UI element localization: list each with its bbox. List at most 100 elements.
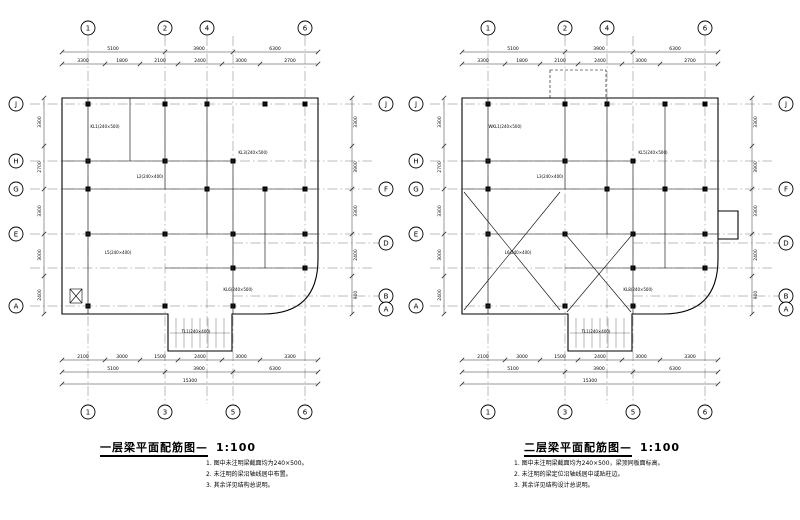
dim-tick (315, 357, 321, 363)
dim-tick (315, 381, 321, 387)
dim-tick (537, 61, 543, 67)
dim-tick (619, 357, 625, 363)
plan-scale: 1:100 (640, 441, 681, 454)
beam-label: KL5(240×500) (638, 150, 668, 155)
dim-tick (230, 369, 236, 375)
dim-text: 3000 (516, 354, 528, 360)
dim-tick (59, 61, 65, 67)
dim-text: 3300 (37, 205, 43, 217)
dim-text: 3000 (235, 354, 247, 360)
dim-text: 2700 (284, 58, 296, 64)
plan-notes: 1. 图中未注明梁截面均为240×500，梁顶同板面标高。 2. 未注明的梁定位… (514, 459, 800, 491)
dim-tick (349, 273, 355, 279)
dim-text: 5100 (507, 46, 519, 52)
dim-tick (349, 95, 355, 101)
dim-text: 6300 (669, 366, 681, 372)
axis-bubble-label: A (14, 302, 19, 310)
dim-text: 3000 (437, 249, 443, 261)
dim-text: 2400 (594, 354, 606, 360)
dim-text: 15300 (583, 378, 597, 384)
note-line: 1. 图中未注明梁截面均为240×500，梁顶同板面标高。 (514, 460, 664, 467)
beam-label: KL8(240×500) (623, 287, 653, 292)
axis-bubble-label: 5 (231, 408, 235, 416)
dim-text: 2700 (684, 58, 696, 64)
axis-bubble-label: 3 (563, 408, 567, 416)
dim-text: 1500 (554, 354, 566, 360)
axis-bubble-label: J (784, 100, 787, 108)
note-line: 3. 其余详见结构设计总说明。 (514, 481, 594, 489)
axis-bubble (557, 404, 573, 420)
beam-label: TL1(240×400) (581, 329, 611, 334)
dim-text: 3900 (193, 46, 205, 52)
axis-bubble-label: 2 (563, 24, 567, 32)
dim-tick (630, 49, 636, 55)
axis-bubble (408, 298, 424, 314)
dim-text: 2400 (194, 354, 206, 360)
dim-tick (102, 357, 108, 363)
dim-tick (502, 61, 508, 67)
axis-bubble (378, 96, 394, 112)
dim-tick (41, 311, 47, 317)
dim-tick (59, 381, 65, 387)
axis-bubble-label: H (13, 157, 18, 165)
axis-bubble-label: F (784, 185, 788, 193)
dim-tick (459, 369, 465, 375)
axis-bubble-label: G (13, 185, 18, 193)
dim-text: 3000 (116, 354, 128, 360)
axis-bubble (378, 301, 394, 317)
dim-tick (715, 357, 721, 363)
axis-bubble (8, 226, 24, 242)
dim-tick (575, 357, 581, 363)
dim-tick (619, 61, 625, 67)
axis-bubble (8, 153, 24, 169)
dim-tick (749, 186, 755, 192)
axis-bubble-label: 1 (86, 24, 90, 32)
axis-bubble-label: J (14, 100, 17, 108)
axis-bubble (408, 226, 424, 242)
dim-tick (59, 369, 65, 375)
dim-tick (749, 273, 755, 279)
dim-tick (459, 49, 465, 55)
axis-bubble (778, 235, 794, 251)
beam-label: L5(240×400) (105, 250, 132, 255)
axis-bubble-label: D (383, 239, 388, 247)
dim-tick (562, 369, 568, 375)
dim-tick (59, 49, 65, 55)
axis-bubble-label: 5 (631, 408, 635, 416)
plan-title-text: 二层梁平面配筋图— (524, 441, 632, 457)
dim-tick (102, 61, 108, 67)
plan-outline (461, 97, 739, 352)
dim-text: 3900 (353, 161, 359, 173)
axis-bubble-label: 6 (703, 24, 708, 32)
dim-tick (715, 49, 721, 55)
dim-text: 5100 (107, 46, 119, 52)
dim-tick (59, 357, 65, 363)
dim-tick (349, 143, 355, 149)
dim-tick (315, 49, 321, 55)
axis-bubble-label: H (413, 157, 418, 165)
dim-text: 2100 (477, 354, 489, 360)
dim-text: 3000 (235, 58, 247, 64)
dim-tick (162, 369, 168, 375)
interior-walls (62, 98, 318, 314)
columns (85, 101, 308, 309)
axis-bubble-label: B (384, 292, 389, 300)
axis-bubble (8, 96, 24, 112)
dim-text: 3000 (37, 249, 43, 261)
dim-tick (502, 357, 508, 363)
axis-bubble-label: F (384, 185, 388, 193)
axis-bubble (697, 404, 713, 420)
dim-tick (715, 369, 721, 375)
axis-bubble-label: J (384, 100, 387, 108)
plan-title: 二层梁平面配筋图— 1:100 (524, 439, 800, 457)
dim-tick (137, 357, 143, 363)
axis-bubble-label: 4 (605, 24, 610, 32)
dim-text: 2400 (194, 58, 206, 64)
dim-text: 2400 (594, 58, 606, 64)
axis-bubble (157, 404, 173, 420)
dim-tick (41, 231, 47, 237)
axis-bubble (378, 235, 394, 251)
dim-text: 2400 (437, 289, 443, 301)
note-line: 2. 未注明的梁沿轴线居中布置。 (206, 470, 292, 478)
